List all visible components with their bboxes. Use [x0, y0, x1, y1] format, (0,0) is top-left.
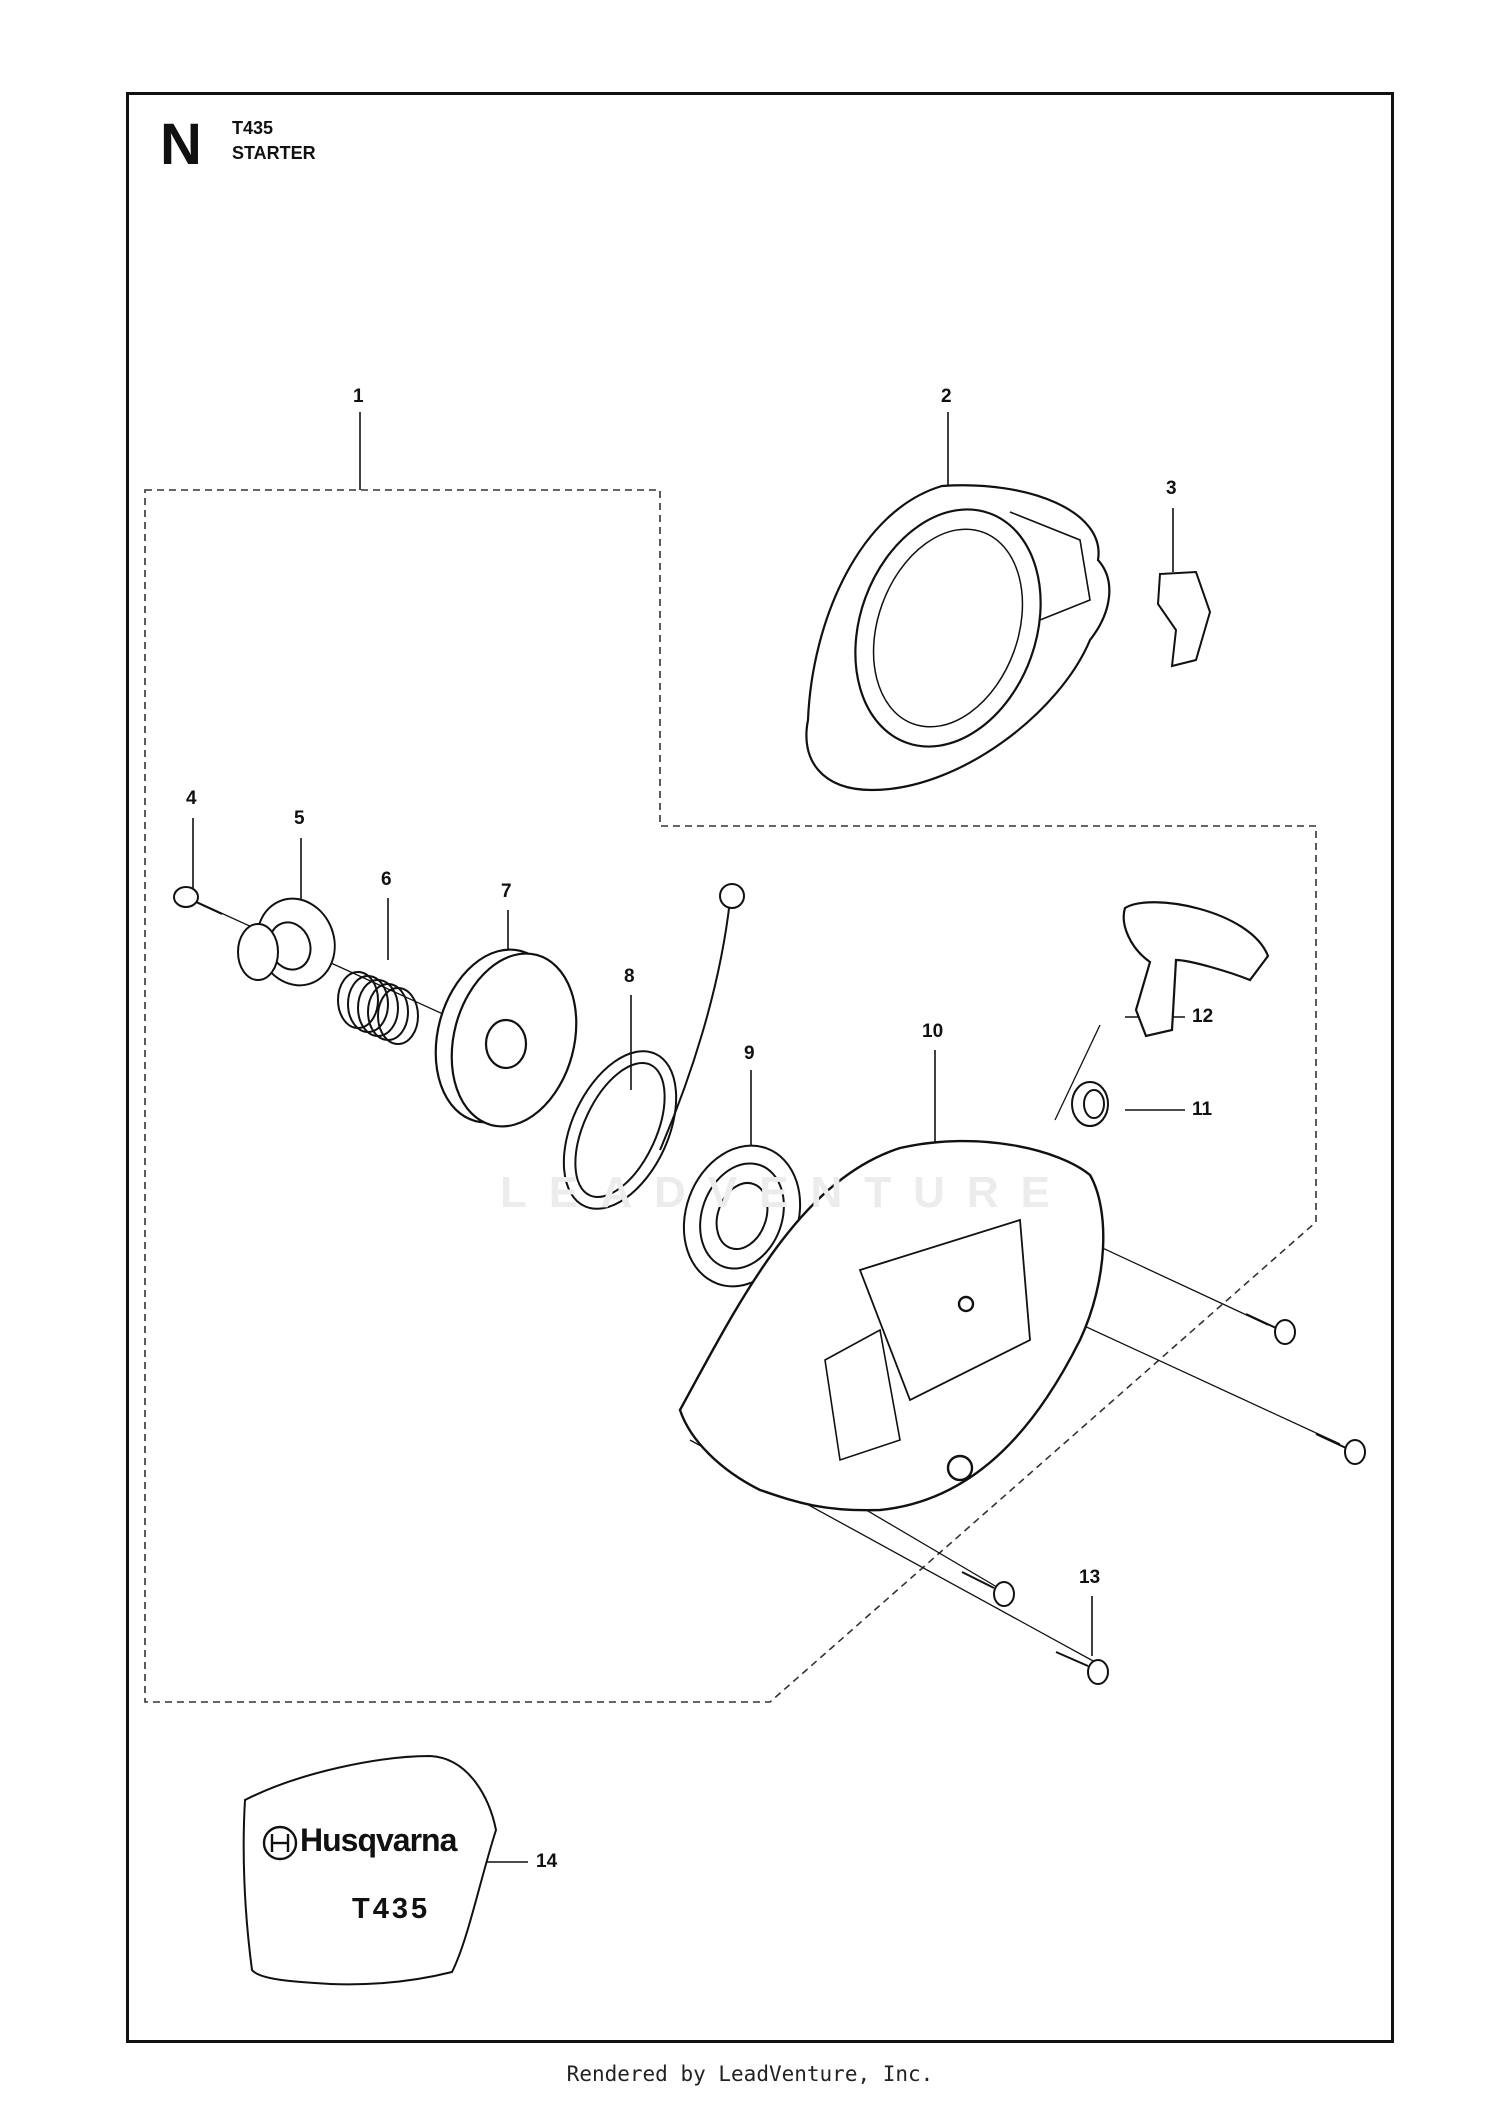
husqvarna-logo-icon [262, 1825, 298, 1861]
callout-5: 5 [294, 808, 305, 829]
leadventure-watermark: LEADVENTURE [500, 1168, 1073, 1217]
assembly-group-outline [144, 489, 1317, 1703]
spring-part [337, 971, 419, 1045]
callout-12: 12 [1192, 1006, 1214, 1027]
hub-part [237, 897, 336, 987]
callout-13: 13 [1079, 1567, 1101, 1588]
guide-bushing-part [1071, 1081, 1109, 1127]
callout-6: 6 [381, 869, 392, 890]
starter-cover-part [805, 484, 1111, 792]
pulley-part [434, 948, 578, 1128]
callout-14: 14 [536, 1851, 558, 1872]
callout-10: 10 [922, 1021, 944, 1042]
handle-part [1122, 901, 1270, 1038]
screw-parts-13 [961, 1313, 1366, 1685]
decal-brand-name: Husqvarna [300, 1822, 457, 1858]
callout-11: 11 [1192, 1099, 1213, 1120]
screw-part-4 [173, 886, 223, 915]
latch-part [1156, 570, 1212, 668]
callout-8: 8 [624, 966, 635, 987]
callout-2: 2 [941, 386, 952, 407]
footer-credit: Rendered by LeadVenture, Inc. [566, 2062, 934, 2086]
starter-housing-part [678, 1139, 1105, 1512]
model-code: T435 [232, 118, 274, 138]
decal-model-name: T435 [352, 1893, 431, 1925]
section-title: STARTER [232, 143, 316, 163]
callout-3: 3 [1166, 478, 1177, 499]
section-letter: N [160, 112, 202, 177]
callout-7: 7 [501, 881, 512, 902]
rope-part [562, 883, 745, 1210]
callout-4: 4 [186, 788, 197, 809]
page-frame [126, 92, 1394, 2043]
callout-9: 9 [744, 1043, 755, 1064]
callout-1: 1 [353, 386, 364, 407]
decal-part [242, 1754, 498, 1986]
